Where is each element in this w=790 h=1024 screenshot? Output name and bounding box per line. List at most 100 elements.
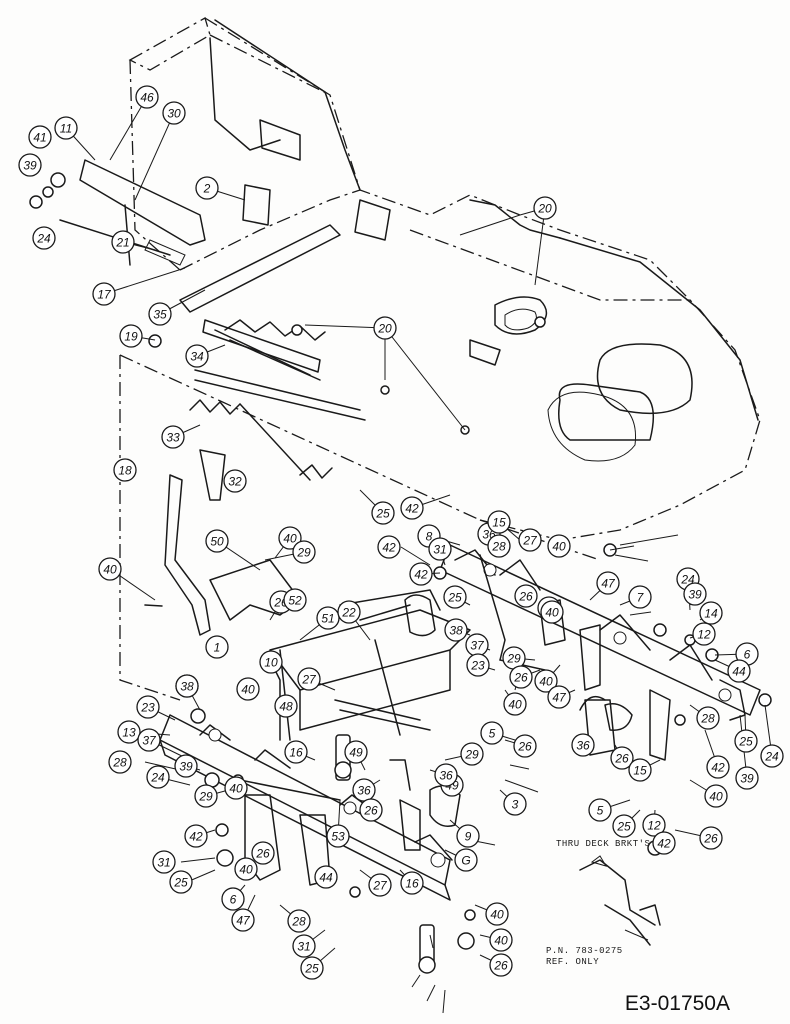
callout-number: 39	[688, 588, 702, 602]
callout-number: 26	[255, 847, 270, 861]
callout-number: 22	[341, 606, 356, 620]
callout-number: 24	[764, 750, 779, 764]
callout-19: 19	[119, 324, 143, 348]
callout-20: 20	[533, 196, 557, 220]
callout-number: 34	[190, 350, 204, 364]
callout-26: 26	[489, 953, 513, 977]
callout-number: 31	[157, 856, 170, 870]
callout-number: 25	[375, 507, 390, 521]
callout-42: 42	[400, 496, 424, 520]
callout-36: 36	[571, 733, 595, 757]
callout-6: 6	[221, 887, 245, 911]
callout-number: 40	[494, 934, 508, 948]
deck-brackets-note: THRU DECK BRKT'S	[556, 839, 651, 849]
callout-29: 29	[292, 540, 316, 564]
callout-number: 16	[405, 877, 419, 891]
callout-number: 42	[657, 837, 671, 851]
callout-25: 25	[169, 870, 193, 894]
callout-10: 10	[259, 650, 283, 674]
callout-27: 27	[368, 873, 392, 897]
callout-number: 29	[506, 652, 521, 666]
callout-number: 37	[142, 734, 157, 748]
callout-number: 13	[122, 726, 136, 740]
callout-number: 28	[112, 756, 127, 770]
callout-number: 44	[732, 665, 746, 679]
callout-31: 31	[428, 537, 452, 561]
callout-18: 18	[113, 458, 137, 482]
callout-24: 24	[146, 765, 170, 789]
callout-35: 35	[148, 302, 172, 326]
callout-27: 27	[297, 667, 321, 691]
callout-number: 52	[288, 594, 302, 608]
callout-number: 49	[349, 746, 363, 760]
callout-number: 40	[229, 782, 243, 796]
callout-number: 36	[439, 769, 453, 783]
callout-40: 40	[224, 776, 248, 800]
callout-42: 42	[652, 831, 676, 855]
callout-number: 48	[279, 700, 293, 714]
callout-number: 38	[449, 624, 463, 638]
callout-28: 28	[287, 909, 311, 933]
callout-26: 26	[514, 584, 538, 608]
callout-number: 23	[140, 701, 155, 715]
callout-number: 11	[60, 122, 72, 136]
callout-24: 24	[32, 226, 56, 250]
callout-12: 12	[692, 622, 716, 646]
right-deck-rail	[439, 544, 761, 721]
callout-13: 13	[117, 720, 141, 744]
callout-number: 24	[150, 771, 165, 785]
callout-number: 8	[426, 530, 433, 544]
callout-38: 38	[444, 618, 468, 642]
callout-39: 39	[683, 582, 707, 606]
callout-number: 46	[140, 91, 154, 105]
callout-number: 38	[180, 680, 194, 694]
callout-number: 12	[697, 628, 711, 642]
callout-number: 17	[97, 288, 112, 302]
callout-26: 26	[359, 798, 383, 822]
callout-number: 26	[493, 959, 508, 973]
callout-number: 53	[331, 830, 345, 844]
callout-11: 11	[54, 116, 78, 140]
callout-53: 53	[326, 824, 350, 848]
callout-26: 26	[610, 746, 634, 770]
callout-23: 23	[136, 695, 160, 719]
callout-44: 44	[727, 659, 751, 683]
main-frame-outline	[119, 17, 761, 701]
callout-number: 14	[704, 607, 718, 621]
callout-number: 50	[210, 535, 224, 549]
callout-1: 1	[205, 635, 229, 659]
callout-number: 25	[616, 820, 631, 834]
callout-15: 15	[628, 758, 652, 782]
callout-36: 36	[352, 778, 376, 802]
lift-springs-and-rods	[189, 319, 366, 501]
callout-31: 31	[292, 934, 316, 958]
callout-22: 22	[337, 600, 361, 624]
callout-number: 36	[576, 739, 590, 753]
callout-number: 26	[363, 804, 378, 818]
callout-40: 40	[704, 784, 728, 808]
callout-number: 30	[167, 107, 181, 121]
callout-number: 40	[283, 532, 297, 546]
callout-25: 25	[371, 501, 395, 525]
callout-5: 5	[588, 798, 612, 822]
callout-44: 44	[314, 865, 338, 889]
callout-29: 29	[502, 646, 526, 670]
callout-number: 25	[447, 591, 462, 605]
callout-17: 17	[92, 282, 116, 306]
callout-number: 40	[241, 683, 255, 697]
callout-39: 39	[735, 766, 759, 790]
callout-number: 40	[239, 863, 253, 877]
callout-number: 28	[291, 915, 306, 929]
callout-number: 32	[228, 475, 242, 489]
callout-number: G	[461, 854, 470, 868]
callout-47: 47	[231, 908, 255, 932]
drawing-id-label: E3-01750A	[624, 992, 730, 1015]
callout-23: 23	[466, 653, 490, 677]
callout-number: 26	[513, 671, 528, 685]
callout-28: 28	[108, 750, 132, 774]
reference-only-note: REF. ONLY	[546, 957, 600, 967]
callout-38: 38	[175, 674, 199, 698]
callout-26: 26	[513, 734, 537, 758]
